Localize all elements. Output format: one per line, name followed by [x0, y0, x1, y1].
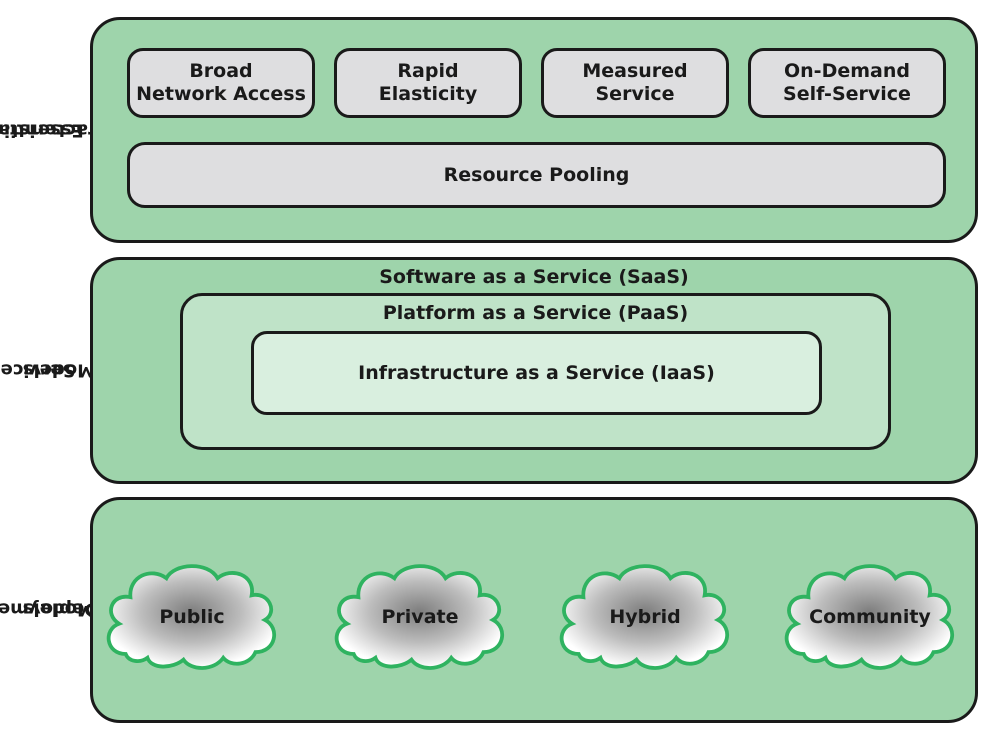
cloud-icon [106, 564, 276, 670]
characteristic-on-demand-self-service: On-Demand Self-Service [748, 48, 946, 118]
essential-characteristics-label: EssentialCharacteristics [0, 20, 135, 240]
cloud-private: Private [330, 558, 510, 678]
iaas-box: Infrastructure as a Service (IaaS) [251, 331, 822, 415]
service-models-panel: Software as a Service (SaaS) Platform as… [90, 257, 978, 484]
cloud-icon [559, 564, 729, 670]
cloud-label: Community [809, 606, 931, 628]
cloud-community: Community [780, 558, 960, 678]
deployment-models-label: DeploymentModels [0, 498, 99, 720]
iaas-title: Infrastructure as a Service (IaaS) [358, 362, 715, 384]
paas-title: Platform as a Service (PaaS) [382, 302, 689, 324]
saas-title: Software as a Service (SaaS) [379, 266, 689, 288]
cloud-icon [784, 564, 954, 670]
characteristic-rapid-elasticity: Rapid Elasticity [334, 48, 522, 118]
characteristic-broad-network-access: Broad Network Access [127, 48, 315, 118]
cloud-public: Public [102, 558, 282, 678]
cloud-label: Private [381, 606, 459, 628]
essential-characteristics-panel: Broad Network Access Rapid Elasticity Me… [90, 17, 978, 243]
cloud-icon [334, 564, 504, 670]
paas-box: Platform as a Service (PaaS) Infrastruct… [180, 293, 891, 450]
cloud-label: Public [159, 606, 225, 628]
cloud-label: Hybrid [609, 606, 681, 628]
characteristic-measured-service: Measured Service [541, 48, 729, 118]
characteristic-resource-pooling: Resource Pooling [127, 142, 946, 208]
cloud-hybrid: Hybrid [555, 558, 735, 678]
label-line: Models [22, 359, 95, 381]
